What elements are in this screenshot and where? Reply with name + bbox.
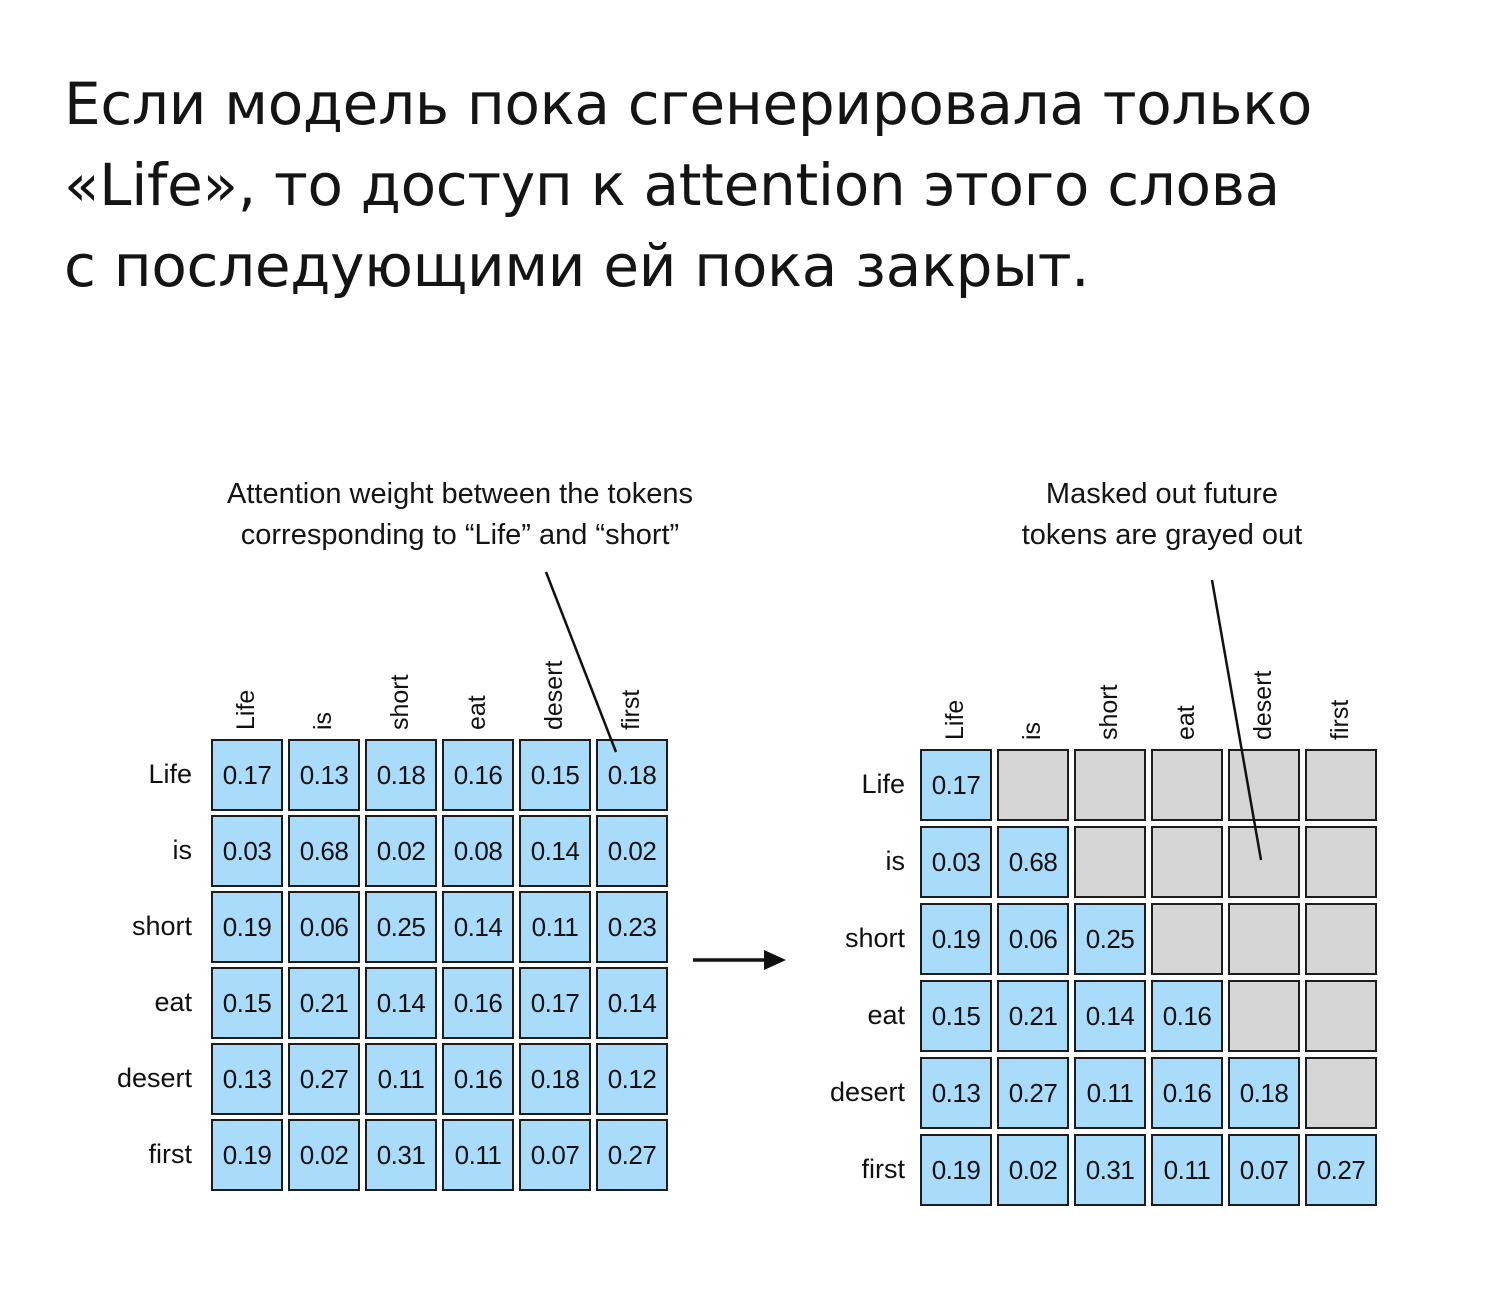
left-cell: 0.17	[519, 967, 591, 1039]
right-caption: Masked out future tokens are grayed out	[962, 474, 1362, 556]
right-cell: 0.68	[997, 826, 1069, 898]
left-cell: 0.27	[288, 1043, 360, 1115]
right-cell: 0.15	[920, 980, 992, 1052]
right-masked-cell	[1228, 903, 1300, 975]
right-cell: 0.07	[1228, 1134, 1300, 1206]
right-masked-cell	[1151, 903, 1223, 975]
right-cell: 0.19	[920, 903, 992, 975]
left-row-label-3: eat	[154, 987, 192, 1017]
left-cell: 0.18	[365, 739, 437, 811]
right-cell: 0.16	[1151, 1057, 1223, 1129]
right-cell: 0.21	[997, 980, 1069, 1052]
left-cell: 0.03	[211, 815, 283, 887]
right-row-label-3: eat	[867, 1000, 905, 1030]
left-cell: 0.14	[365, 967, 437, 1039]
right-cell: 0.11	[1151, 1134, 1223, 1206]
right-pointer-line	[1210, 579, 1263, 861]
left-cell: 0.11	[519, 891, 591, 963]
left-cell: 0.16	[442, 739, 514, 811]
right-cell: 0.06	[997, 903, 1069, 975]
right-masked-cell	[1305, 903, 1377, 975]
left-row-label-2: short	[131, 911, 192, 941]
left-cell: 0.17	[211, 739, 283, 811]
left-cell: 0.68	[288, 815, 360, 887]
left-cell: 0.11	[365, 1043, 437, 1115]
right-cell: 0.14	[1074, 980, 1146, 1052]
left-cell: 0.02	[288, 1119, 360, 1191]
right-row-label-4: desert	[829, 1077, 905, 1107]
left-row-label-5: first	[148, 1139, 193, 1169]
right-cell: 0.03	[920, 826, 992, 898]
right-cell: 0.16	[1151, 980, 1223, 1052]
left-cell: 0.02	[365, 815, 437, 887]
right-cell: 0.17	[920, 749, 992, 821]
right-caption-line-2: tokens are grayed out	[1021, 519, 1303, 551]
heading-line-1: Если модель пока сгенерировала только	[64, 70, 1313, 138]
right-cell: 0.25	[1074, 903, 1146, 975]
left-cell: 0.07	[519, 1119, 591, 1191]
right-row-label-2: short	[844, 923, 905, 953]
left-cell: 0.08	[442, 815, 514, 887]
left-caption-line-2: corresponding to “Life” and “short”	[240, 519, 680, 551]
right-cell: 0.18	[1228, 1057, 1300, 1129]
right-row-label-1: is	[885, 846, 906, 876]
right-masked-cell	[1305, 826, 1377, 898]
left-cell: 0.15	[519, 739, 591, 811]
right-cell: 0.13	[920, 1057, 992, 1129]
left-cell: 0.21	[288, 967, 360, 1039]
right-cell: 0.31	[1074, 1134, 1146, 1206]
left-cell: 0.31	[365, 1119, 437, 1191]
right-cell: 0.11	[1074, 1057, 1146, 1129]
right-masked-cell	[1228, 826, 1300, 898]
right-cell: 0.19	[920, 1134, 992, 1206]
right-row-label-0: Life	[861, 769, 905, 799]
right-masked-cell	[1074, 826, 1146, 898]
left-cell: 0.16	[442, 967, 514, 1039]
heading-line-3: с последующими ей пока закрыт.	[64, 232, 1090, 300]
left-row-label-0: Life	[148, 759, 192, 789]
left-caption-line-1: Attention weight between the tokens	[227, 478, 693, 510]
right-cell: 0.27	[1305, 1134, 1377, 1206]
left-caption: Attention weight between the tokens corr…	[160, 474, 760, 556]
right-masked-cell	[997, 749, 1069, 821]
left-cell: 0.18	[519, 1043, 591, 1115]
right-masked-cell	[1151, 826, 1223, 898]
left-row-label-1: is	[172, 835, 193, 865]
slide-heading: Если модель пока сгенерировала только «L…	[64, 64, 1444, 307]
left-pointer-line	[544, 571, 618, 753]
left-cell: 0.14	[519, 815, 591, 887]
left-row-label-4: desert	[116, 1063, 192, 1093]
left-cell: 0.18	[596, 739, 668, 811]
left-cell: 0.14	[442, 891, 514, 963]
right-masked-cell	[1228, 749, 1300, 821]
left-cell: 0.14	[596, 967, 668, 1039]
right-caption-line-1: Masked out future	[1045, 478, 1279, 510]
heading-line-2: «Life», то доступ к attention этого слов…	[64, 151, 1280, 219]
left-cell: 0.25	[365, 891, 437, 963]
right-masked-cell	[1074, 749, 1146, 821]
left-cell: 0.27	[596, 1119, 668, 1191]
left-cell: 0.11	[442, 1119, 514, 1191]
left-cell: 0.23	[596, 891, 668, 963]
left-cell: 0.19	[211, 891, 283, 963]
left-cell: 0.06	[288, 891, 360, 963]
right-masked-cell	[1305, 749, 1377, 821]
left-cell: 0.12	[596, 1043, 668, 1115]
right-cell: 0.02	[997, 1134, 1069, 1206]
left-cell: 0.15	[211, 967, 283, 1039]
right-masked-cell	[1228, 980, 1300, 1052]
left-cell: 0.13	[288, 739, 360, 811]
right-masked-cell	[1305, 1057, 1377, 1129]
left-cell: 0.13	[211, 1043, 283, 1115]
right-cell: 0.27	[997, 1057, 1069, 1129]
left-cell: 0.02	[596, 815, 668, 887]
transition-arrow-head	[764, 950, 786, 970]
right-row-label-5: first	[861, 1154, 906, 1184]
right-masked-cell	[1305, 980, 1377, 1052]
left-cell: 0.16	[442, 1043, 514, 1115]
right-masked-cell	[1151, 749, 1223, 821]
left-cell: 0.19	[211, 1119, 283, 1191]
